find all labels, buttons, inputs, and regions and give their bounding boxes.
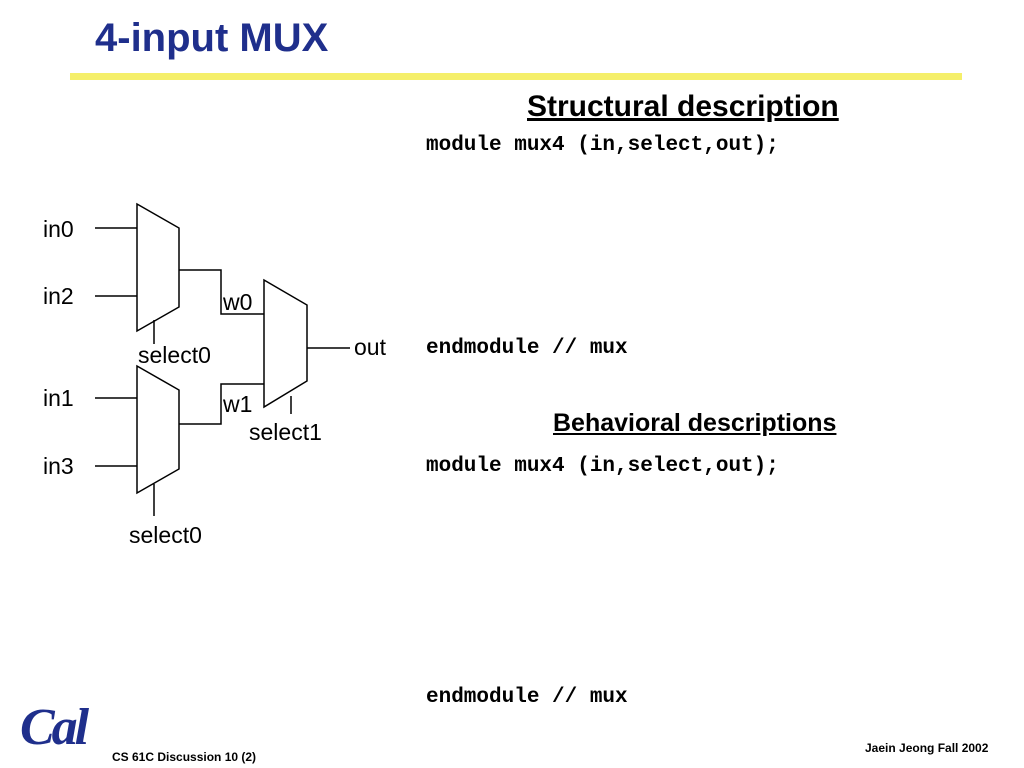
structural-end-line: endmodule // mux [426,337,628,360]
label-select0-top: select0 [138,342,211,368]
mux-c-shape [263,278,308,409]
slide-title: 4-input MUX [95,16,329,60]
label-w1: w1 [222,391,252,417]
label-in0: in0 [43,216,74,242]
label-in2: in2 [43,283,74,309]
label-select0-bottom: select0 [129,522,202,548]
label-in3: in3 [43,453,74,479]
label-select1: select1 [249,419,322,445]
label-w0: w0 [222,289,252,315]
label-in1: in1 [43,385,74,411]
mux-b-shape [136,364,180,495]
label-out: out [354,334,387,360]
structural-module-line: module mux4 (in,select,out); [426,134,779,157]
behavioral-end-line: endmodule // mux [426,686,628,709]
cal-logo: Cal [20,699,89,756]
cal-logo-backdrop-icon [8,700,100,756]
title-underline-rule [70,73,962,80]
footer-course: CS 61C Discussion 10 (2) [112,750,257,764]
structural-heading: Structural description [527,90,839,123]
behavioral-module-line: module mux4 (in,select,out); [426,455,779,478]
w1-wire [179,383,264,425]
mux-a-shape [136,202,180,333]
mux-diagram: in0 in2 in1 in3 w0 w1 select0 select0 se… [43,202,387,548]
footer-author: Jaein Jeong Fall 2002 [865,741,989,755]
w0-wire [179,269,264,315]
behavioral-heading: Behavioral descriptions [553,409,837,437]
